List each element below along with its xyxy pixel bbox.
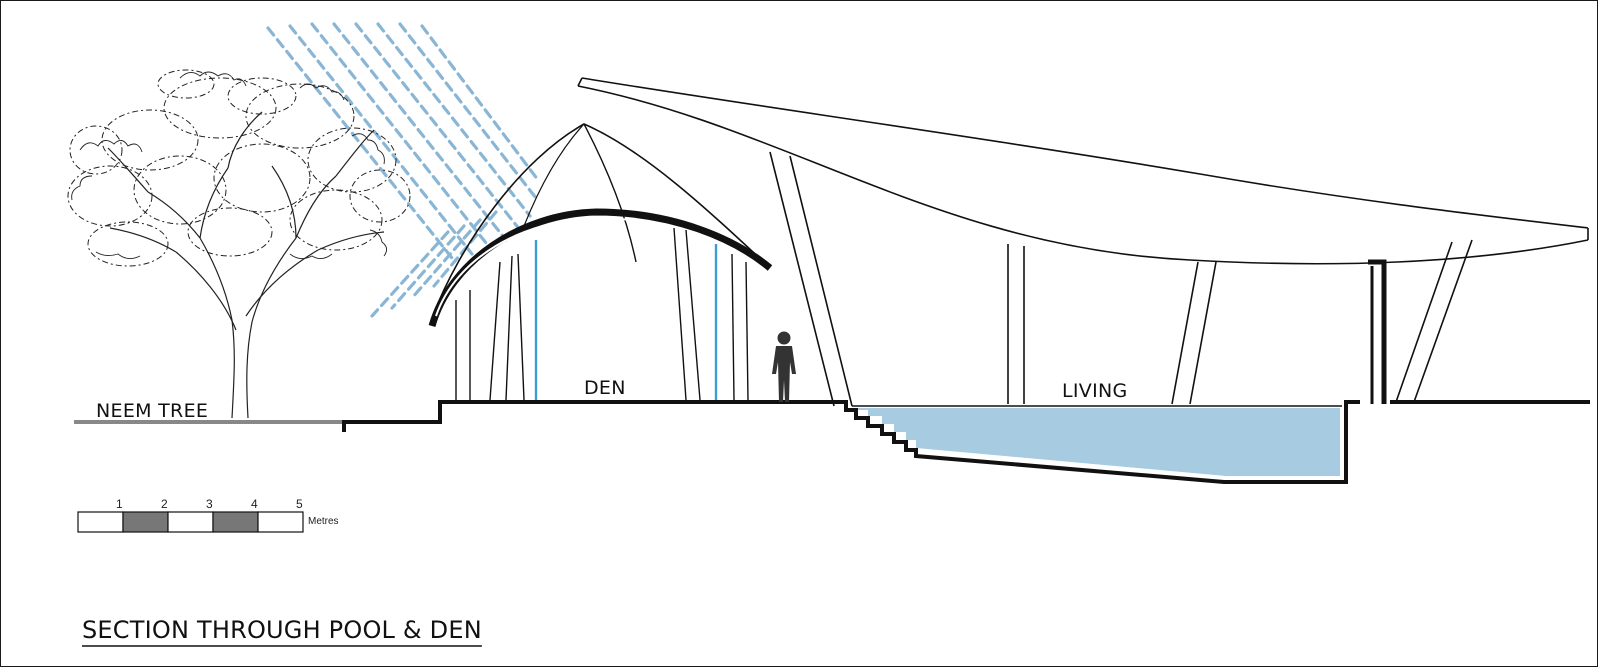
- scale-tick-1: 1: [116, 497, 123, 511]
- scale-segment: [77, 511, 124, 533]
- scale-tick-2: 2: [161, 497, 168, 511]
- scale-tick-5: 5: [296, 497, 303, 511]
- scale-segment: [167, 511, 214, 533]
- scale-unit: Metres: [308, 516, 339, 527]
- neem-tree: [67, 69, 411, 419]
- scale-tick-3: 3: [206, 497, 213, 511]
- scale-segment: [122, 511, 169, 533]
- den-shell: [428, 123, 773, 401]
- den-glazing: [534, 240, 718, 400]
- scale-segment: [257, 511, 304, 533]
- scale-bar: 1 2 3 4 5 Metres: [77, 497, 339, 533]
- human-figure-icon: [772, 331, 796, 402]
- pool-water: [846, 408, 1340, 476]
- drawing-title: SECTION THROUGH POOL & DEN: [82, 616, 482, 644]
- rain-streaks: [266, 22, 540, 318]
- label-neem-tree: NEEM TREE: [96, 400, 208, 422]
- living-roof: [577, 77, 1589, 407]
- floor-section: [342, 400, 1590, 484]
- scale-tick-4: 4: [251, 497, 258, 511]
- label-den: DEN: [584, 377, 626, 399]
- label-living: LIVING: [1062, 380, 1128, 402]
- scale-segment: [212, 511, 259, 533]
- living-wall: [1368, 259, 1387, 404]
